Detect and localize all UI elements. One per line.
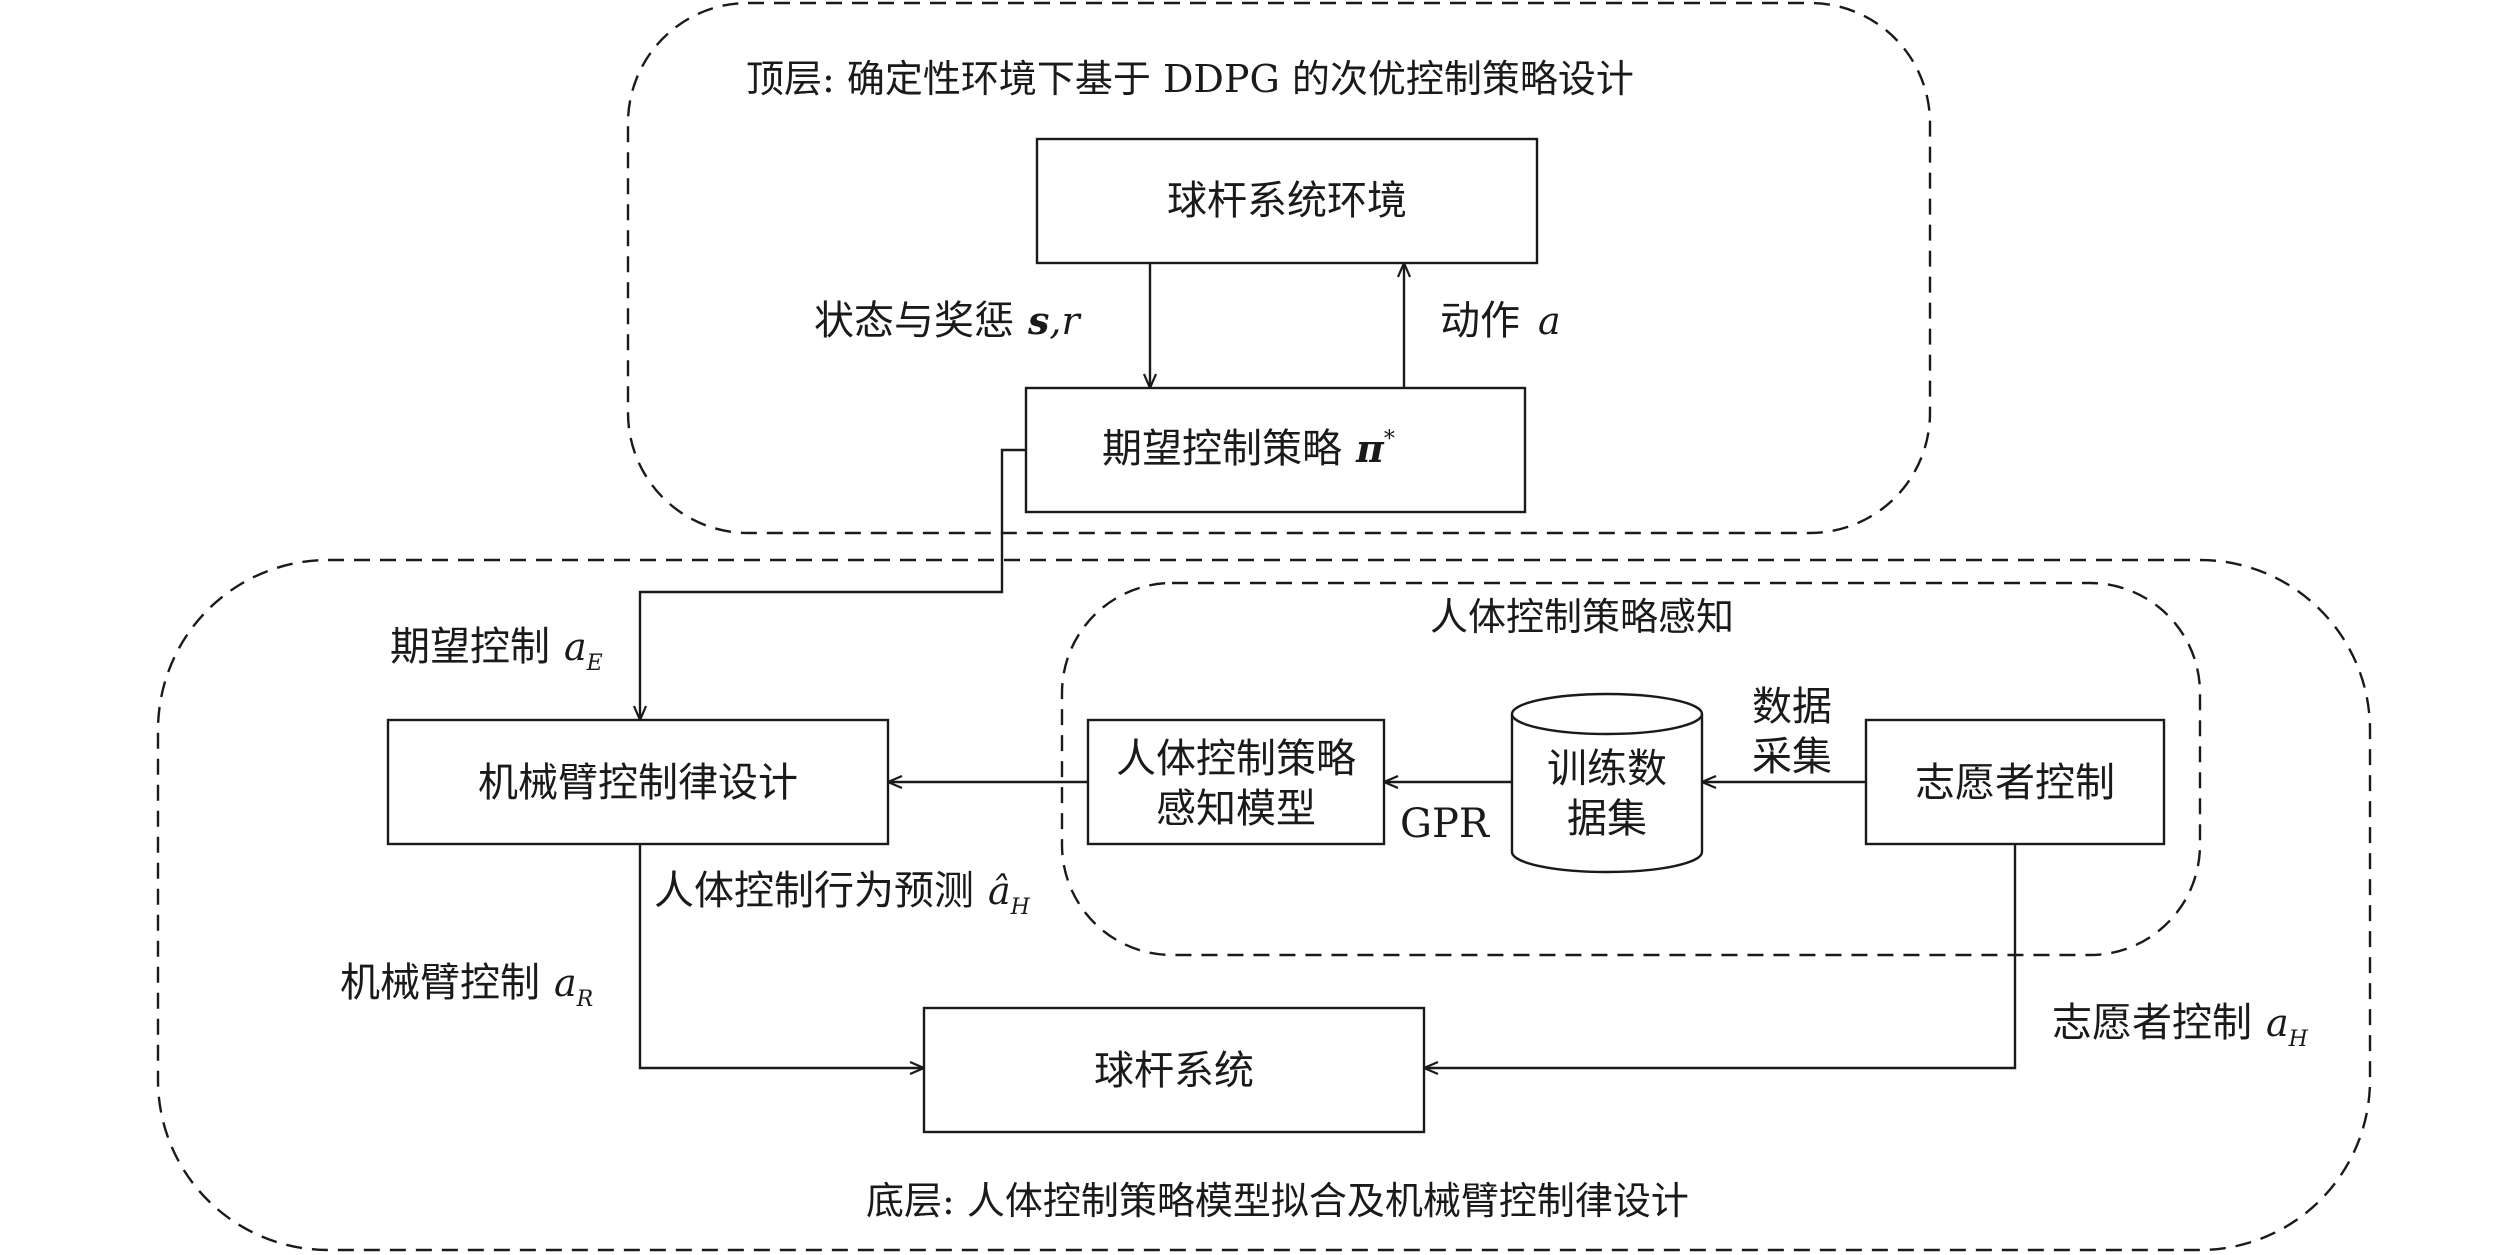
perception-group: [1060, 581, 2202, 957]
desired-policy-label: 期望控制策略 π*: [1102, 426, 1395, 472]
ball-beam-env-box: [1035, 137, 1539, 265]
desired-control-label: 期望控制 aE: [390, 624, 603, 676]
desired-policy-pi: π: [1355, 426, 1385, 471]
human-model-label-1: 人体控制策略: [1116, 736, 1356, 782]
ball-beam-env-label: 球杆系统环境: [1167, 178, 1407, 224]
gpr-label: GPR: [1400, 801, 1491, 847]
arm-control-symbol: a: [554, 961, 577, 1005]
desired-policy-star: *: [1384, 427, 1395, 452]
volunteer-ctrl-symbol: a: [2266, 1001, 2289, 1045]
desired-policy-box: [1024, 386, 1527, 514]
arm-control-arrow: [638, 844, 924, 1068]
arm-control-text: 机械臂控制: [340, 960, 540, 1006]
human-model-label-2: 感知模型: [1156, 786, 1316, 832]
dataset-cylinder-body: [1510, 714, 1704, 874]
state-reward-label: 状态与奖惩 s,r: [814, 298, 1082, 344]
dataset-label-1: 训练数: [1547, 746, 1667, 792]
top-layer-group: [626, 1, 1932, 535]
perception-title: 人体控制策略感知: [1430, 595, 1734, 639]
action-text: 动作: [1440, 298, 1520, 344]
volunteer-ctrl-edge-text: 志愿者控制: [2052, 1000, 2252, 1046]
top-layer-title: 顶层: 确定性环境下基于 DDPG 的次优控制策略设计: [746, 57, 1634, 101]
volunteer-ctrl-edge-label: 志愿者控制 aH: [2052, 1000, 2309, 1052]
ball-beam-system-label: 球杆系统: [1094, 1048, 1254, 1094]
arm-control-label: 机械臂控制 aR: [340, 960, 593, 1012]
bottom-layer-title: 底层: 人体控制策略模型拟合及机械臂控制律设计: [866, 1179, 1689, 1223]
data-collect-label-2: 采集: [1752, 734, 1832, 780]
human-predict-sub: H: [1010, 895, 1031, 920]
human-predict-label: 人体控制行为预测 âH: [654, 868, 1031, 920]
desired-control-arrow: [640, 448, 1026, 720]
state-reward-r: ,r: [1049, 299, 1082, 343]
volunteer-control-label: 志愿者控制: [1915, 760, 2115, 806]
action-symbol: a: [1538, 299, 1561, 343]
desired-policy-text: 期望控制策略: [1102, 426, 1342, 472]
volunteer-control-box: [1864, 718, 2166, 846]
action-label: 动作 a: [1440, 298, 1561, 344]
human-predict-text: 人体控制行为预测: [654, 868, 974, 914]
arm-control-sub: R: [576, 987, 594, 1012]
ball-beam-system-box: [922, 1006, 1426, 1134]
desired-control-sub: E: [586, 651, 603, 676]
desired-control-text: 期望控制: [390, 624, 550, 670]
desired-control-symbol: a: [564, 625, 587, 669]
state-reward-s: s: [1027, 298, 1049, 343]
bottom-layer-group: [156, 558, 2372, 1252]
dataset-cylinder-top: [1510, 692, 1704, 736]
human-predict-symbol: â: [988, 869, 1011, 913]
volunteer-ctrl-sub: H: [2288, 1027, 2309, 1052]
data-collect-label-1: 数据: [1752, 684, 1832, 730]
state-reward-text: 状态与奖惩: [814, 298, 1014, 344]
dataset-label-2: 据集: [1567, 796, 1647, 842]
volunteer-control-arrow: [1424, 844, 2017, 1068]
arm-control-design-label: 机械臂控制律设计: [478, 760, 798, 806]
